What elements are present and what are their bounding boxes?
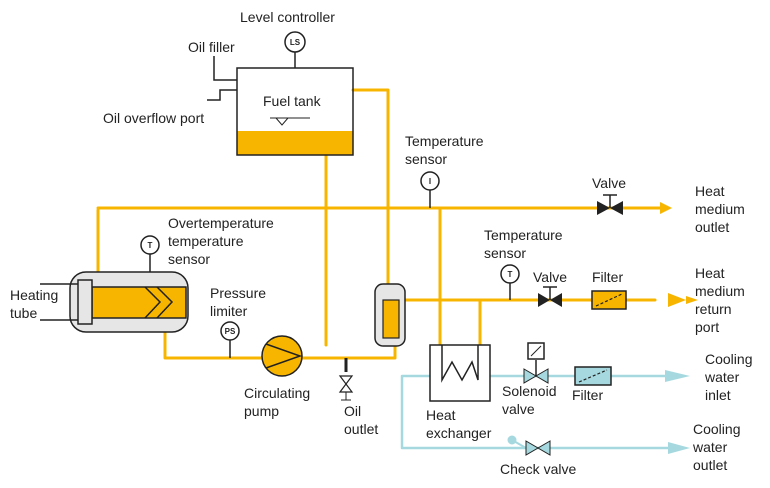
- pressure-limiter-label-2: limiter: [210, 303, 248, 319]
- level-controller-label: Level controller: [240, 9, 335, 25]
- valve-mid: [538, 286, 562, 307]
- heat-medium-outlet-label-1: Heat: [695, 183, 725, 199]
- cooling-water-inlet-label-2: water: [704, 369, 740, 385]
- pipe-tank-right: [351, 88, 390, 287]
- valve-top: [597, 194, 623, 215]
- level-controller-icon: [284, 31, 306, 53]
- temperature-sensor-top-icon: [420, 171, 440, 191]
- oil-outlet-label-1: Oil: [344, 403, 361, 419]
- pump-icon: [265, 343, 303, 369]
- oil-pipes: [96, 88, 662, 360]
- heat-medium-outlet-label-2: medium: [695, 201, 745, 217]
- fuel-tank-label: Fuel tank: [263, 93, 322, 109]
- expansion-vessel: [374, 283, 406, 347]
- heat-exchanger-label-2: exchanger: [426, 425, 492, 441]
- heat-exchanger-label-1: Heat: [426, 407, 456, 423]
- cooling-water-inlet-label-1: Cooling: [705, 351, 752, 367]
- cooling-water-outlet-label-1: Cooling: [693, 421, 740, 437]
- cooling-water-inlet-label-3: inlet: [705, 387, 731, 403]
- heating-tube-label-1: Heating: [10, 287, 58, 303]
- heat-medium-outlet-label-3: outlet: [695, 219, 729, 235]
- valve-top-label: Valve: [592, 175, 626, 191]
- filter-cool-label: Filter: [572, 387, 603, 403]
- arrow-cooling-inlet: [665, 370, 690, 382]
- overflow-port-pipe: [207, 89, 237, 101]
- filter-mid-label: Filter: [592, 269, 623, 285]
- filter-mid: [591, 290, 627, 310]
- solenoid-valve-label-2: valve: [502, 401, 535, 417]
- heat-medium-return-label-2: medium: [695, 283, 745, 299]
- heat-medium-return-label-1: Heat: [695, 265, 725, 281]
- pressure-limiter-symbol: PS: [225, 327, 236, 336]
- heating-tube: [40, 271, 189, 333]
- heat-exchanger-coil-icon: [441, 345, 479, 383]
- heating-element-icon: [144, 286, 162, 319]
- level-controller-symbol: LS: [290, 38, 301, 47]
- arrow-heat-medium-outlet: [660, 202, 672, 214]
- oil-filler-pipe: [213, 56, 237, 81]
- temperature-sensor-top-label-2: sensor: [405, 151, 447, 167]
- pressure-limiter-label-1: Pressure: [210, 285, 266, 301]
- check-valve: [507, 435, 551, 456]
- cooling-water-outlet-label-3: outlet: [693, 457, 727, 473]
- oil-overflow-port-label: Oil overflow port: [103, 110, 204, 126]
- temperature-sensor-top-label-1: Temperature: [405, 133, 484, 149]
- heat-exchanger: [429, 344, 491, 402]
- circulating-pump-label-1: Circulating: [244, 385, 310, 401]
- overtemperature-sensor-label-3: sensor: [168, 251, 210, 267]
- temperature-sensor-mid-icon: [500, 264, 520, 284]
- heat-medium-return-label-3: return: [695, 301, 732, 317]
- overtemperature-sensor-icon: [140, 235, 160, 255]
- overtemperature-sensor-symbol: T: [148, 241, 153, 250]
- temperature-sensor-top-symbol: I: [429, 177, 431, 186]
- overtemperature-sensor-label-2: temperature: [168, 233, 244, 249]
- temperature-sensor-mid-symbol: T: [508, 270, 513, 279]
- fuel-tank: Fuel tank: [236, 67, 354, 156]
- filter-cool: [574, 366, 612, 386]
- valve-mid-label: Valve: [533, 269, 567, 285]
- arrow-heat-medium-return: [668, 293, 686, 307]
- circulating-pump: [261, 335, 303, 377]
- level-mark-icon: [275, 117, 289, 126]
- heat-medium-return-label-4: port: [695, 319, 719, 335]
- arrow-cooling-outlet: [668, 442, 690, 454]
- temperature-sensor-mid-label-1: Temperature: [484, 227, 563, 243]
- fuel-tank-oil-level: [237, 131, 353, 155]
- solenoid-valve-label-1: Solenoid: [502, 383, 557, 399]
- oil-outlet-valve: [338, 358, 354, 401]
- arrow-return-tip: [686, 296, 698, 304]
- oil-outlet-label-2: outlet: [344, 421, 378, 437]
- pressure-limiter-icon: [220, 321, 240, 341]
- overtemperature-sensor-label-1: Overtemperature: [168, 215, 274, 231]
- heating-tube-label-2: tube: [10, 305, 37, 321]
- check-valve-label: Check valve: [500, 461, 576, 477]
- temperature-sensor-mid-label-2: sensor: [484, 245, 526, 261]
- solenoid-valve: [523, 342, 549, 384]
- circulating-pump-label-2: pump: [244, 403, 279, 419]
- oil-filler-label: Oil filler: [188, 39, 235, 55]
- cooling-water-outlet-label-2: water: [692, 439, 728, 455]
